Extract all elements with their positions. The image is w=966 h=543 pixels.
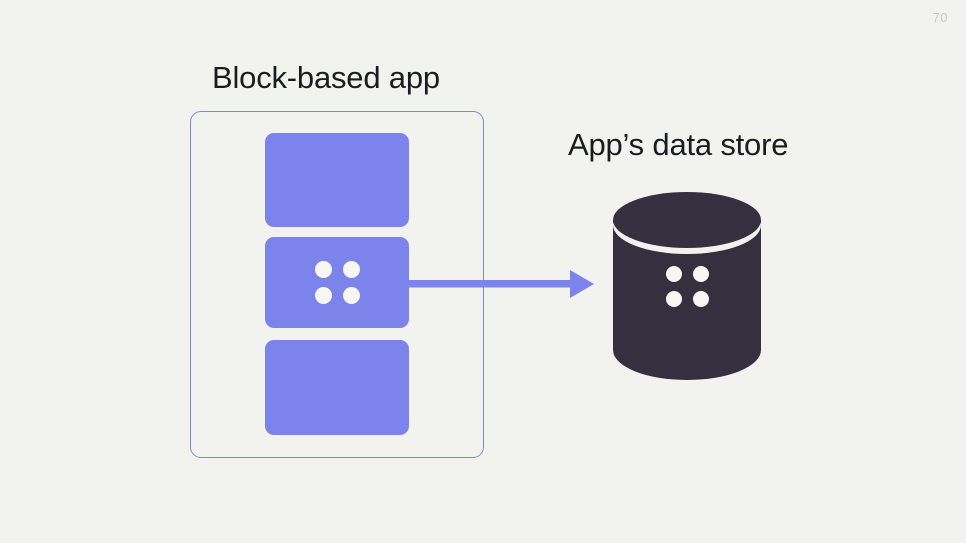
app-block-plain-top xyxy=(265,133,409,227)
app-block-with-dots xyxy=(265,237,409,328)
dot-icon xyxy=(692,265,709,282)
block-based-app-heading: Block-based app xyxy=(212,60,440,95)
datastore-dot-grid xyxy=(665,265,709,307)
block-dot-grid xyxy=(314,261,360,304)
dot-icon xyxy=(314,261,332,278)
dot-icon xyxy=(665,290,682,307)
cylinder-icon xyxy=(613,192,761,380)
dot-icon xyxy=(342,261,360,278)
dot-icon xyxy=(692,290,709,307)
dot-icon xyxy=(342,287,360,304)
datastore-dot-grid-wrapper xyxy=(611,192,763,380)
app-data-store-heading: App’s data store xyxy=(568,127,789,162)
app-block-plain-bottom xyxy=(265,340,409,435)
dot-icon xyxy=(314,287,332,304)
arrow-right-icon xyxy=(405,270,594,298)
dot-icon xyxy=(665,265,682,282)
page-number: 70 xyxy=(932,10,948,25)
